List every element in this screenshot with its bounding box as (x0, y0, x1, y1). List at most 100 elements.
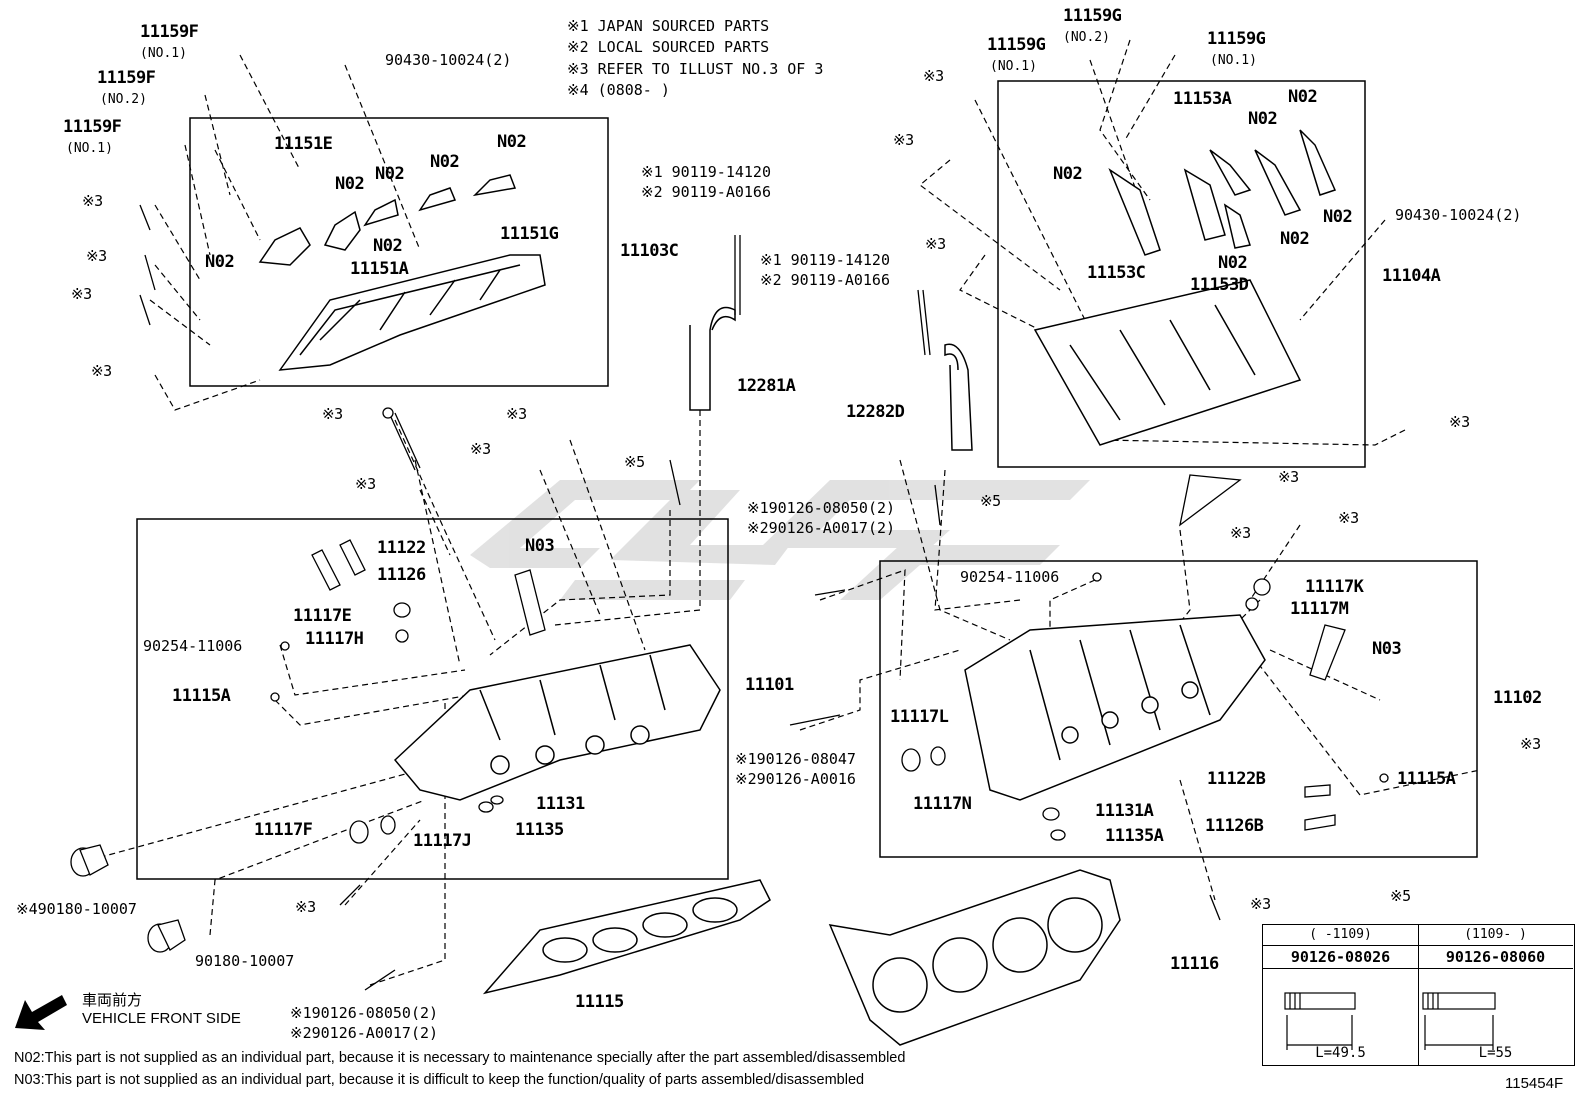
label-90430-left: 90430-10024(2) (385, 51, 512, 69)
label-90119-A0166-a: ※2 90119-A0166 (641, 183, 771, 201)
stud-table-length-1: L=49.5 (1315, 1045, 1366, 1061)
note-refer-illust: ※3 REFER TO ILLUST NO.3 OF 3 (567, 60, 824, 78)
label-11131A: 11131A (1095, 801, 1154, 821)
front-side-en: VEHICLE FRONT SIDE (82, 1010, 241, 1027)
oil-pipe-12281A (689, 306, 736, 411)
cam-housing-left (258, 174, 546, 371)
label-N03-b: N03 (1372, 639, 1402, 659)
sublabel-11159F-no2: (NO.2) (100, 92, 147, 107)
label-N03-a: N03 (525, 536, 555, 556)
label-N02-d: N02 (497, 132, 527, 152)
label-11151E: 11151E (274, 134, 333, 154)
label-11135A: 11135A (1105, 826, 1164, 846)
label-11104A: 11104A (1382, 266, 1441, 286)
head-gasket-left (482, 879, 771, 995)
label-11159F-no1-b: 11159F (63, 117, 122, 137)
stud-table-ref: ※5 (1390, 887, 1411, 905)
stud-table-range-2: (1109- ) (1418, 925, 1573, 946)
note-local-sourced: ※2 LOCAL SOURCED PARTS (567, 38, 770, 56)
ref3-k: ※3 (470, 440, 491, 458)
label-11153A: 11153A (1173, 89, 1232, 109)
footnote-n02: N02:This part is not supplied as an indi… (14, 1050, 906, 1066)
label-90126-08050-b: ※190126-08050(2) (290, 1004, 439, 1022)
ref3-q: ※3 (295, 898, 316, 916)
ref3-a: ※3 (82, 192, 103, 210)
label-11103C: 11103C (620, 241, 679, 261)
ref5-b: ※5 (980, 492, 1001, 510)
label-N02-i: N02 (1053, 164, 1083, 184)
label-11159F-no2: 11159F (97, 68, 156, 88)
label-11151G: 11151G (500, 224, 559, 244)
label-12281A: 12281A (737, 376, 796, 396)
label-11117H: 11117H (305, 629, 364, 649)
ref5-a: ※5 (624, 453, 645, 471)
label-11117K: 11117K (1305, 577, 1364, 597)
footnote-n03: N03:This part is not supplied as an indi… (14, 1072, 865, 1088)
note-japan-sourced: ※1 JAPAN SOURCED PARTS (567, 17, 770, 35)
label-11115: 11115 (575, 992, 624, 1012)
label-11159G-no1-a: 11159G (987, 35, 1046, 55)
label-90119-14120-a: ※1 90119-14120 (641, 163, 771, 181)
label-11117F: 11117F (254, 820, 313, 840)
label-11159F-no1-a: 11159F (140, 22, 199, 42)
oil-pipe-12282D (944, 343, 973, 451)
stud-table-col-1: ( -1109) 90126-08026 L=49.5 (1263, 925, 1419, 1065)
label-90126-A0017-b: ※290126-A0017(2) (290, 1024, 439, 1042)
label-90254-left: 90254-11006 (143, 637, 243, 655)
label-90180-10007-ref4: ※490180-10007 (16, 900, 137, 918)
vehicle-front-arrow (15, 995, 67, 1030)
label-90430-right: 90430-10024(2) (1395, 206, 1522, 224)
stud-table-part-1: 90126-08026 (1263, 946, 1418, 969)
front-side-jp: 車両前方 (82, 992, 143, 1009)
cylinder-head-left (393, 644, 721, 801)
label-N02-j: N02 (1323, 207, 1353, 227)
label-11151A: 11151A (350, 259, 409, 279)
label-N02-g: N02 (1288, 87, 1318, 107)
ref3-j: ※3 (506, 405, 527, 423)
label-11117L: 11117L (890, 707, 949, 727)
label-90119-14120-b: ※1 90119-14120 (760, 251, 890, 269)
frame-11104A (997, 80, 1366, 468)
ref3-o: ※3 (1338, 509, 1359, 527)
note-date-range: ※4 (0808- ) (567, 81, 670, 99)
label-N02-c: N02 (430, 152, 460, 172)
label-11117J: 11117J (413, 831, 472, 851)
label-N02-a: N02 (335, 174, 365, 194)
label-11117N: 11117N (913, 794, 972, 814)
stud-length-table: ( -1109) 90126-08026 L=49.5 (1109- ) 901… (1262, 924, 1575, 1066)
label-11126: 11126 (377, 565, 426, 585)
ref3-h: ※3 (1449, 413, 1470, 431)
label-11116: 11116 (1170, 954, 1219, 974)
stud-table-col-2: (1109- ) 90126-08060 L=55 (1418, 925, 1573, 1065)
label-12282D: 12282D (846, 402, 905, 422)
frame-11102 (879, 560, 1478, 858)
frame-11101 (136, 518, 729, 880)
label-N02-l: N02 (1218, 253, 1248, 273)
label-N02-b: N02 (375, 164, 405, 184)
label-90180-10007: 90180-10007 (195, 952, 295, 970)
label-90254-right: 90254-11006 (960, 568, 1060, 586)
label-11135: 11135 (515, 820, 564, 840)
label-11115A-right: 11115A (1397, 769, 1456, 789)
cam-housing-right (1033, 129, 1337, 446)
frame-11103C (189, 117, 609, 387)
sublabel-11159F-no1-b: (NO.1) (66, 141, 113, 156)
label-11153D: 11153D (1190, 275, 1249, 295)
sublabel-11159G-no2: (NO.2) (1063, 30, 1110, 45)
bolts (139, 204, 1242, 991)
ref3-p: ※3 (1520, 735, 1541, 753)
label-11153C: 11153C (1087, 263, 1146, 283)
label-11102: 11102 (1493, 688, 1542, 708)
label-11115A-left: 11115A (172, 686, 231, 706)
label-90126-A0016: ※290126-A0016 (735, 770, 856, 788)
ref3-c: ※3 (71, 285, 92, 303)
ref3-m: ※3 (1278, 468, 1299, 486)
ref3-f: ※3 (893, 131, 914, 149)
ref3-i: ※3 (322, 405, 343, 423)
plugs-and-seals (70, 539, 1389, 953)
label-90126-08050-a-top: ※190126-08050(2) (747, 499, 896, 517)
stud-table-part-2: 90126-08060 (1418, 946, 1573, 969)
label-11131: 11131 (536, 794, 585, 814)
ref3-g: ※3 (925, 235, 946, 253)
